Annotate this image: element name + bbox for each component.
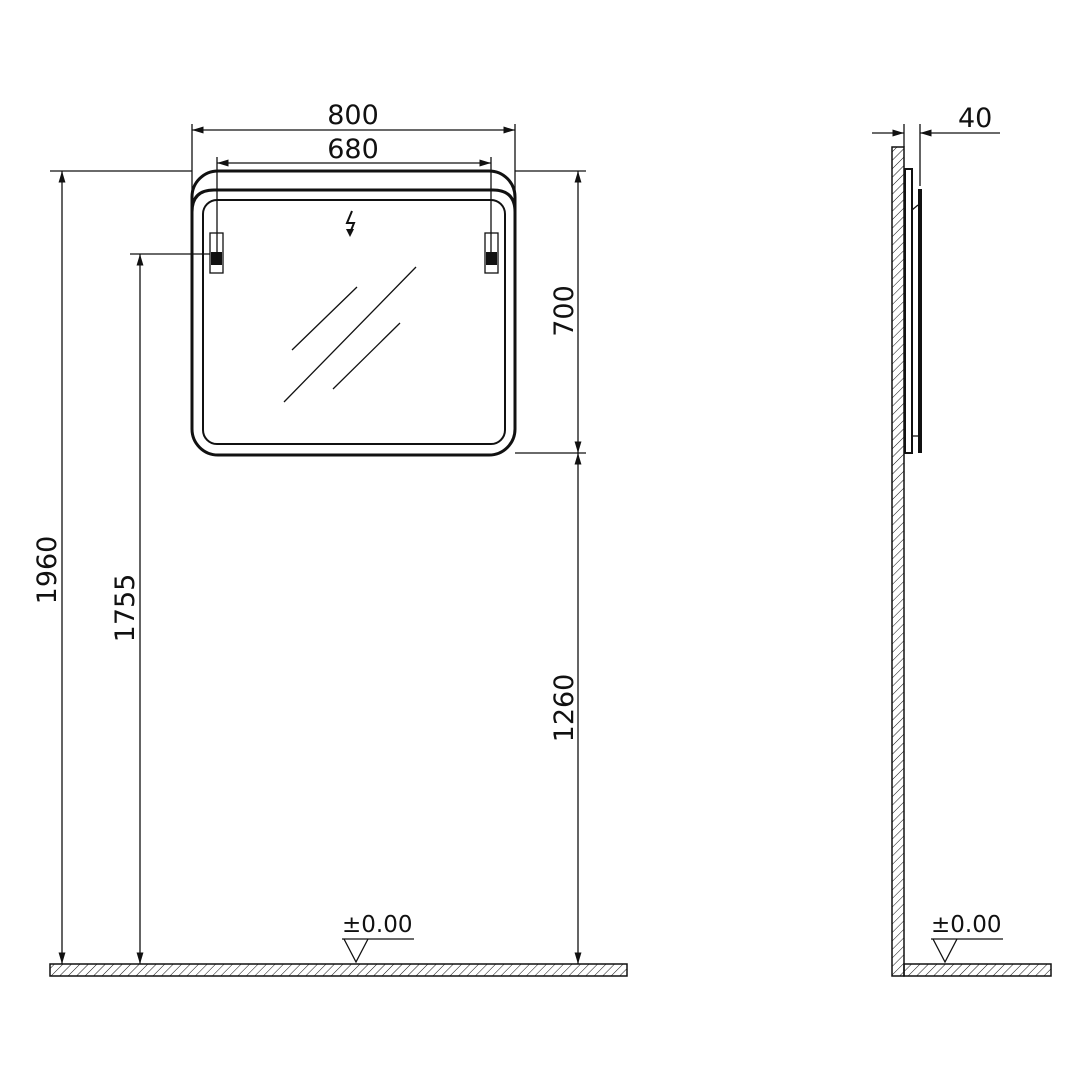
- floor-level-marker: ±0.00: [342, 912, 414, 964]
- dim-1960-label: 1960: [32, 536, 63, 605]
- front-view: 800 680 1960 1755 700 1260 ±0.00: [32, 100, 628, 977]
- svg-text:±0.00: ±0.00: [342, 912, 412, 938]
- dim-700-label: 700: [549, 285, 580, 337]
- dim-800-label: 800: [327, 100, 379, 131]
- mirror-side: [904, 168, 922, 454]
- floor: [903, 963, 1052, 977]
- wall: [891, 146, 905, 977]
- dim-1755-label: 1755: [110, 574, 141, 643]
- dim-680-label: 680: [327, 134, 379, 165]
- side-view: 40 ±0.00: [872, 103, 1052, 977]
- floor-level-marker: ±0.00: [931, 912, 1003, 964]
- dim-1260-label: 1260: [549, 674, 580, 743]
- floor: [49, 963, 628, 977]
- mirror-front: [190, 169, 517, 457]
- glass-reflection-lines: [283, 266, 417, 403]
- dim-40-label: 40: [958, 103, 992, 134]
- power-icon: [345, 210, 356, 237]
- svg-text:±0.00: ±0.00: [931, 912, 1001, 938]
